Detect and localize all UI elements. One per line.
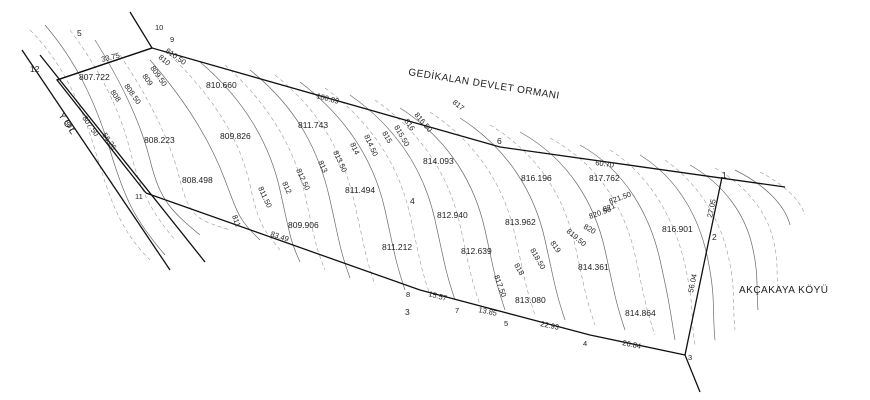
contour-value: 811 xyxy=(230,214,243,228)
distance-label: 83.49 xyxy=(269,229,290,243)
spot-elevation: 813.080 xyxy=(515,295,546,305)
parcel-number: 4 xyxy=(410,196,415,206)
parcel-number: 1 xyxy=(722,170,727,180)
distance-label: 13.85 xyxy=(478,305,498,318)
vertex-number: 3 xyxy=(688,353,692,362)
distance-label: 56.26 xyxy=(100,131,118,152)
distance-label: 15.57 xyxy=(427,289,447,303)
vertex-number: 4 xyxy=(583,339,587,348)
parcel-number: 7 xyxy=(455,306,459,315)
distance-label: 60.70 xyxy=(595,158,615,170)
spot-elevation: 817.762 xyxy=(589,173,620,183)
parcel-number: 8 xyxy=(406,290,410,299)
spot-elevation: 809.906 xyxy=(288,220,319,230)
spot-elevation: 814.093 xyxy=(423,156,454,166)
contour-value: 821.50 xyxy=(608,190,633,206)
contour-value: 817.50 xyxy=(492,274,508,299)
spot-elevation: 810.660 xyxy=(206,80,237,90)
west-boundary xyxy=(55,47,153,194)
road-edge-west xyxy=(21,49,171,271)
contour-value: 818 xyxy=(512,262,526,277)
spot-elevation: 811.212 xyxy=(382,242,412,252)
village-label: AKÇAKAYA KÖYÜ xyxy=(739,284,829,296)
spot-elevation: 812.940 xyxy=(437,210,468,220)
south-boundary xyxy=(145,192,686,356)
spot-elevation: 816.196 xyxy=(521,173,552,183)
forest-label: GEDİKALAN DEVLET ORMANI xyxy=(408,65,561,102)
spot-elevation: 816.901 xyxy=(662,224,693,234)
contour-value: 817 xyxy=(451,98,466,113)
vertex-number: 5 xyxy=(504,319,508,328)
spot-elevation: 809.826 xyxy=(220,131,251,141)
contour-value: 813.50 xyxy=(331,149,349,174)
spot-elevation: 811.494 xyxy=(345,185,375,195)
contour-value: 819 xyxy=(548,239,563,254)
road-edge-east xyxy=(39,54,206,263)
road-edges xyxy=(21,49,206,271)
contour-value: 812.50 xyxy=(294,167,312,192)
parcel-numbers: 1 2 3 4 5 6 7 8 9 10 11 12 xyxy=(30,23,727,317)
spot-elevation: 813.962 xyxy=(505,217,536,227)
parcel-number: 11 xyxy=(135,192,143,201)
spot-elevation: 808.498 xyxy=(182,175,213,185)
vertex-numbers: 3 4 5 xyxy=(504,319,692,362)
distance-label: 33.75 xyxy=(100,51,120,64)
distance-label: 26.84 xyxy=(622,338,642,351)
spot-elevation: 812.639 xyxy=(461,246,492,256)
north-boundary xyxy=(129,11,786,188)
parcel-number: 5 xyxy=(77,28,82,38)
contour-value: 811.50 xyxy=(256,185,274,209)
contour-value: 814 xyxy=(348,141,361,156)
contour-value: 808 xyxy=(108,88,123,103)
contour-value: 812 xyxy=(280,180,293,195)
parcel-number: 10 xyxy=(155,23,163,32)
contour-value: 816.50 xyxy=(412,111,434,134)
contour-value: 814.50 xyxy=(362,133,380,158)
parcel-number: 3 xyxy=(405,307,410,317)
distance-label: 56.04 xyxy=(686,273,699,293)
contour-value: 807.50 xyxy=(80,114,101,138)
distance-label: 27.05 xyxy=(705,198,718,218)
parcel-number: 9 xyxy=(170,35,174,44)
contour-value: 818.50 xyxy=(528,247,547,271)
east-boundary xyxy=(684,176,723,393)
spot-elevations: 807.722 808.223 808.498 809.826 810.660 … xyxy=(79,72,693,318)
spot-elevation: 814.864 xyxy=(625,308,656,318)
spot-elevation: 807.722 xyxy=(79,72,110,82)
distance-label: 100.89 xyxy=(315,91,340,106)
spot-elevation: 811.743 xyxy=(298,120,328,130)
contour-value: 815 xyxy=(380,130,394,145)
parcel-boundaries xyxy=(55,11,786,393)
contour-value: 813 xyxy=(316,159,329,174)
contour-value: 820 xyxy=(582,222,597,236)
parcel-number: 6 xyxy=(497,136,502,146)
parcel-number: 12 xyxy=(30,64,40,74)
contour-value: 821 xyxy=(602,201,617,214)
contour-lines xyxy=(29,24,806,346)
spot-elevation: 814.361 xyxy=(578,262,609,272)
spot-elevation: 808.223 xyxy=(144,135,175,145)
parcel-number: 2 xyxy=(712,232,717,242)
distance-label: 22.93 xyxy=(540,319,560,332)
